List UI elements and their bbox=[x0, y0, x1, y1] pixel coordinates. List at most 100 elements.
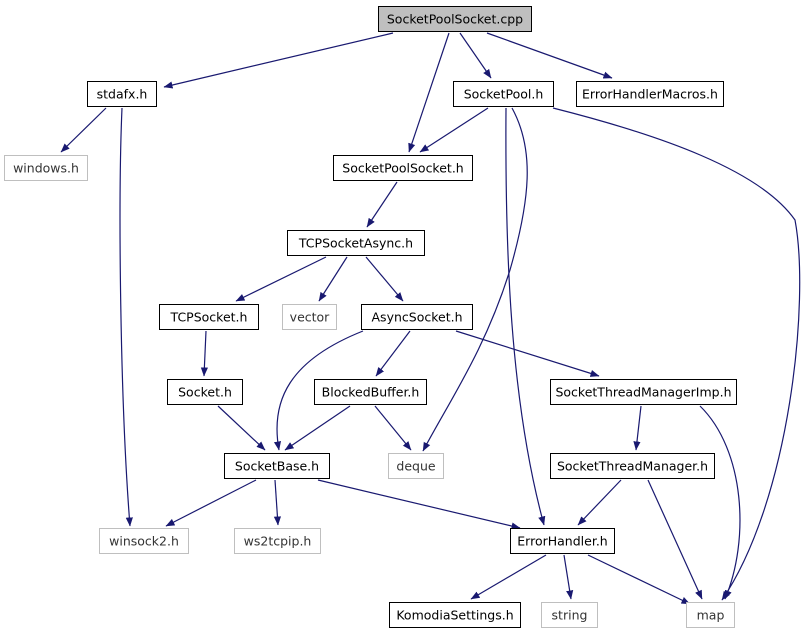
edge-socketbase-to-winsock2 bbox=[165, 479, 257, 527]
node-box bbox=[453, 81, 554, 107]
node-box bbox=[87, 81, 157, 107]
edge-asyncsocket-to-socketbase bbox=[273, 330, 364, 451]
node-tcpsocket[interactable]: TCPSocket.h bbox=[159, 304, 259, 330]
node-box bbox=[388, 453, 444, 479]
node-stdafx[interactable]: stdafx.h bbox=[87, 81, 157, 107]
edge-tcpasync-to-vector bbox=[318, 256, 348, 302]
node-box bbox=[333, 155, 473, 181]
node-box bbox=[167, 379, 243, 405]
node-label: ErrorHandlerMacros.h bbox=[582, 87, 718, 102]
node-label: SocketThreadManager.h bbox=[557, 459, 708, 474]
node-errorhandler[interactable]: ErrorHandler.h bbox=[510, 528, 615, 554]
node-label: vector bbox=[290, 310, 331, 325]
node-socket[interactable]: Socket.h bbox=[167, 379, 243, 405]
edge-blockedbuffer-to-deque bbox=[374, 405, 412, 451]
edge-stmimp-to-stm bbox=[633, 405, 642, 451]
edge-errorhandler-to-string bbox=[563, 554, 574, 600]
edge-socketpool-to-map bbox=[552, 107, 801, 601]
node-map[interactable]: map bbox=[686, 602, 735, 628]
node-box bbox=[541, 602, 598, 628]
edge-socket-to-socketbase bbox=[217, 405, 266, 451]
edge-sps_h-to-tcpasync bbox=[366, 181, 398, 228]
node-label: KomodiaSettings.h bbox=[396, 608, 513, 623]
edge-tcpsocket-to-socket bbox=[200, 330, 208, 377]
edges-layer bbox=[60, 32, 801, 605]
node-box bbox=[234, 528, 321, 554]
node-label: winsock2.h bbox=[109, 534, 179, 549]
node-label: deque bbox=[396, 459, 435, 474]
edge-errorhandler-to-map bbox=[587, 554, 691, 605]
node-stmimp[interactable]: SocketThreadManagerImp.h bbox=[550, 379, 737, 405]
node-box bbox=[576, 81, 724, 107]
node-label: windows.h bbox=[13, 161, 79, 176]
node-winsock2[interactable]: winsock2.h bbox=[99, 528, 189, 554]
node-label: SocketBase.h bbox=[235, 459, 319, 474]
node-label: TCPSocket.h bbox=[170, 310, 248, 325]
node-blockedbuffer[interactable]: BlockedBuffer.h bbox=[314, 379, 427, 405]
node-socketbase[interactable]: SocketBase.h bbox=[224, 453, 330, 479]
node-komodia[interactable]: KomodiaSettings.h bbox=[389, 602, 521, 628]
node-vector[interactable]: vector bbox=[282, 304, 337, 330]
node-socketpool[interactable]: SocketPool.h bbox=[453, 81, 554, 107]
edge-stmimp-to-map bbox=[699, 405, 741, 600]
node-label: Socket.h bbox=[178, 385, 232, 400]
edge-tcpasync-to-asyncsocket bbox=[365, 256, 404, 302]
edge-stm-to-errorhandler bbox=[577, 479, 622, 526]
edge-stdafx-to-windows bbox=[60, 107, 107, 153]
node-ws2tcpip[interactable]: ws2tcpip.h bbox=[234, 528, 321, 554]
node-errmacros[interactable]: ErrorHandlerMacros.h bbox=[576, 81, 724, 107]
node-box bbox=[314, 379, 427, 405]
nodes-layer: SocketPoolSocket.cpp stdafx.h SocketPool.h… bbox=[4, 6, 737, 628]
node-label: TCPSocketAsync.h bbox=[298, 236, 413, 251]
edge-socketbase-to-ws2tcpip bbox=[273, 479, 282, 526]
node-label: ws2tcpip.h bbox=[244, 534, 312, 549]
edge-tcpasync-to-tcpsocket bbox=[235, 256, 327, 302]
node-tcpasync[interactable]: TCPSocketAsync.h bbox=[287, 230, 425, 256]
node-asyncsocket[interactable]: AsyncSocket.h bbox=[361, 304, 473, 330]
node-label: BlockedBuffer.h bbox=[322, 385, 420, 400]
node-box bbox=[550, 379, 737, 405]
edge-socketpool-to-sps_h bbox=[419, 107, 489, 153]
node-label: SocketPoolSocket.cpp bbox=[387, 12, 523, 27]
edge-socketpool-to-errorhandler bbox=[505, 107, 546, 526]
node-box bbox=[282, 304, 337, 330]
node-string[interactable]: string bbox=[541, 602, 598, 628]
edge-asyncsocket-to-stmimp bbox=[455, 330, 600, 377]
node-label: AsyncSocket.h bbox=[372, 310, 463, 325]
node-label: ErrorHandler.h bbox=[517, 534, 607, 549]
edge-root-to-sps_h bbox=[408, 32, 450, 153]
node-box bbox=[686, 602, 735, 628]
node-box bbox=[99, 528, 189, 554]
node-box bbox=[159, 304, 259, 330]
node-box bbox=[510, 528, 615, 554]
node-stm[interactable]: SocketThreadManager.h bbox=[550, 453, 715, 479]
edge-stm-to-map bbox=[647, 479, 703, 600]
node-sps_h[interactable]: SocketPoolSocket.h bbox=[333, 155, 473, 181]
edge-socketbase-to-errorhandler bbox=[317, 479, 521, 530]
edge-errorhandler-to-komodia bbox=[470, 554, 547, 600]
node-label: SocketPoolSocket.h bbox=[342, 161, 463, 176]
edge-stdafx-to-winsock2 bbox=[119, 107, 133, 527]
node-label: SocketThreadManagerImp.h bbox=[555, 385, 731, 400]
node-box bbox=[389, 602, 521, 628]
node-label: string bbox=[552, 608, 588, 623]
edge-socketpool-to-deque bbox=[422, 107, 528, 452]
edge-root-to-errmacros bbox=[486, 32, 613, 79]
node-windows[interactable]: windows.h bbox=[4, 155, 88, 181]
node-label: SocketPool.h bbox=[464, 87, 544, 102]
node-box bbox=[287, 230, 425, 256]
edge-root-to-socketpool bbox=[459, 32, 492, 79]
node-box bbox=[361, 304, 473, 330]
node-box bbox=[224, 453, 330, 479]
node-box bbox=[550, 453, 715, 479]
edge-root-to-stdafx bbox=[163, 32, 394, 89]
node-label: map bbox=[697, 608, 725, 623]
node-box bbox=[378, 6, 532, 32]
node-deque[interactable]: deque bbox=[388, 453, 444, 479]
node-label: stdafx.h bbox=[97, 87, 148, 102]
edge-asyncsocket-to-blockedbuffer bbox=[375, 330, 411, 377]
edge-blockedbuffer-to-socketbase bbox=[284, 405, 351, 451]
node-box bbox=[4, 155, 88, 181]
node-root[interactable]: SocketPoolSocket.cpp bbox=[378, 6, 532, 32]
